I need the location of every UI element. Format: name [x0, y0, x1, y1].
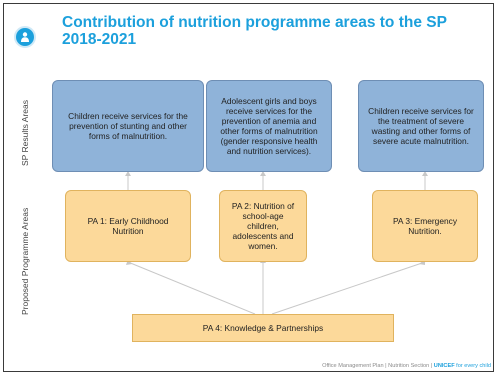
base-box-pa4: PA 4: Knowledge & Partnerships — [132, 314, 394, 342]
footer-tagline: for every child — [454, 363, 491, 369]
footer-text: Office Management Plan | Nutrition Secti… — [322, 363, 434, 369]
results-box-2: Adolescent girls and boys receive servic… — [206, 80, 332, 172]
slide-title: Contribution of nutrition programme area… — [62, 14, 447, 48]
programme-box-pa2: PA 2: Nutrition of school-age children, … — [219, 190, 307, 262]
slide-frame — [3, 3, 494, 372]
results-box-1: Children receive services for the preven… — [52, 80, 204, 172]
unicef-logo-icon — [14, 26, 36, 48]
footer-brand: UNICEF — [433, 363, 455, 369]
connector-pa4-to-pa1 — [127, 261, 256, 315]
results-box-3: Children receive services for the treatm… — [358, 80, 484, 172]
connector-pa4-to-pa3 — [271, 261, 426, 315]
footer: Office Management Plan | Nutrition Secti… — [322, 363, 491, 369]
programme-box-pa1: PA 1: Early Childhood Nutrition — [65, 190, 191, 262]
programme-box-pa3: PA 3: Emergency Nutrition. — [372, 190, 478, 262]
